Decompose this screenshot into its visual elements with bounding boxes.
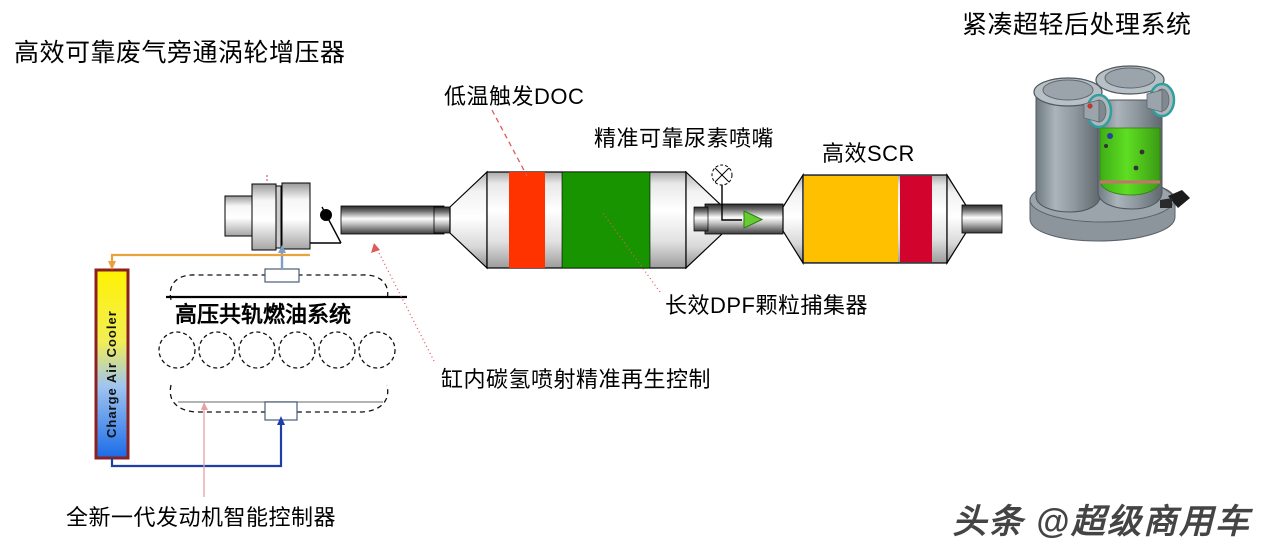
dpf-brick <box>561 171 651 269</box>
callout-label-doc: 低温触发DOC <box>444 84 585 109</box>
callout-label-urea-injector: 精准可靠尿素喷嘴 <box>594 126 775 151</box>
doc-brick <box>509 172 545 268</box>
charge-air-pipe <box>110 253 310 266</box>
leader-doc <box>491 109 528 177</box>
callout-label-turbocharger: 高效可靠废气旁通涡轮增压器 <box>14 39 346 67</box>
callout-label-hc-injection: 缸内碳氢喷射精准再生控制 <box>441 367 712 392</box>
common-rail-label: 高压共轨燃油系统 <box>175 302 352 327</box>
callout-label-ecu: 全新一代发动机智能控制器 <box>66 505 337 530</box>
aftertreatment-unit-illustration <box>1029 65 1190 242</box>
watermark: 头条 @超级商用车 <box>952 503 1251 541</box>
intake-manifold-pipe <box>110 420 283 468</box>
urea-nozzle-icon <box>743 210 764 229</box>
tail-pipe <box>961 204 1003 234</box>
charge-air-cooler <box>94 268 130 460</box>
leader-dpf <box>602 212 661 293</box>
turbocharger-assembly <box>224 175 342 251</box>
engine-block <box>158 245 407 421</box>
callout-label-scr: 高效SCR <box>822 141 915 166</box>
leader-hc <box>375 246 435 362</box>
scr-canister <box>782 172 968 266</box>
doc-dpf-canister <box>433 170 724 270</box>
scr-brick <box>804 176 898 262</box>
turbo-outlet-pipe <box>340 205 445 235</box>
urea-injector <box>711 164 764 229</box>
callout-label-dpf: 长效DPF颗粒捕集器 <box>665 293 869 318</box>
charge-air-cooler-label: Charge Air Cooler <box>104 310 119 438</box>
ash-catch-brick <box>900 176 932 262</box>
callout-leaders <box>201 109 661 497</box>
callout-label-aftertreatment-system: 紧凑超轻后处理系统 <box>962 11 1192 39</box>
